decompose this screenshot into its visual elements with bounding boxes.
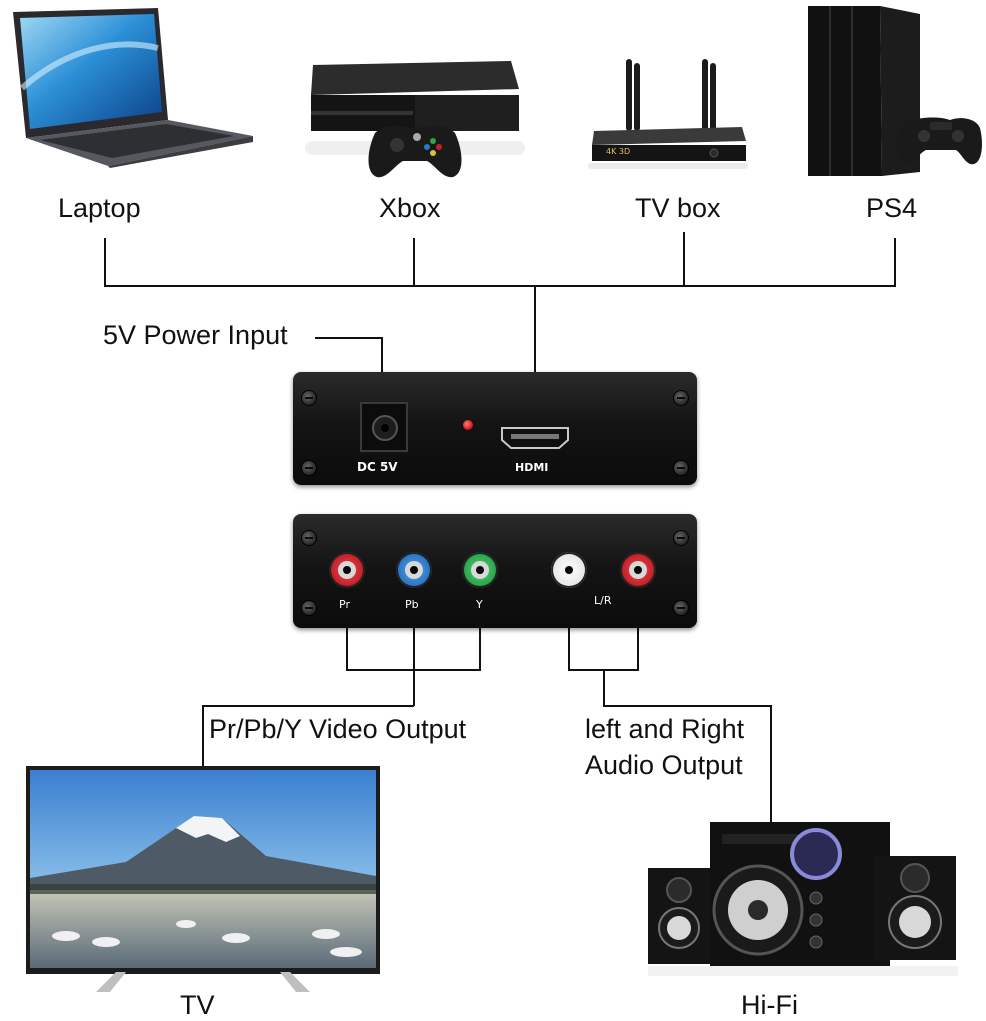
dc-jack-socket-icon xyxy=(372,415,398,441)
tv-label: TV xyxy=(180,990,215,1020)
xbox-image xyxy=(305,55,525,180)
converter-input-panel: DC 5V HDMI xyxy=(293,372,697,485)
pb-jack-label: Pb xyxy=(405,598,419,611)
screw-icon xyxy=(301,600,317,616)
audio-output-label-line1: left and Right xyxy=(585,714,745,744)
pr-jack[interactable] xyxy=(329,552,365,588)
tv-box-image: 4K 3D xyxy=(588,55,748,170)
audio-left-jack[interactable] xyxy=(551,552,587,588)
xbox-label: Xbox xyxy=(379,193,441,223)
hifi-label: Hi-Fi xyxy=(741,990,798,1020)
audio-output-label-line2: Audio Output xyxy=(585,750,743,780)
power-input-label: 5V Power Input xyxy=(103,320,288,350)
pr-jack-label: Pr xyxy=(339,598,350,611)
tv-box-label: TV box xyxy=(635,193,721,223)
audio-right-jack[interactable] xyxy=(620,552,656,588)
ps4-image xyxy=(800,4,985,179)
screw-icon xyxy=(673,390,689,406)
tv-box-brand: 4K 3D xyxy=(606,147,631,156)
dc-port-label: DC 5V xyxy=(357,460,398,474)
video-output-label: Pr/Pb/Y Video Output xyxy=(209,714,467,744)
laptop-label: Laptop xyxy=(58,193,141,223)
screw-icon xyxy=(673,530,689,546)
hifi-image xyxy=(648,820,958,978)
screw-icon xyxy=(673,600,689,616)
power-led-icon xyxy=(463,420,473,430)
pb-jack[interactable] xyxy=(396,552,432,588)
screw-icon xyxy=(301,390,317,406)
lr-jack-label: L/R xyxy=(594,594,612,607)
screw-icon xyxy=(301,530,317,546)
ps4-label: PS4 xyxy=(866,193,918,223)
y-jack-label: Y xyxy=(476,598,483,611)
screw-icon xyxy=(673,460,689,476)
dc-power-jack[interactable] xyxy=(360,402,408,452)
screw-icon xyxy=(301,460,317,476)
hdmi-port-label: HDMI xyxy=(515,461,549,474)
tv-image xyxy=(26,766,380,992)
laptop-image xyxy=(8,8,253,168)
y-jack[interactable] xyxy=(462,552,498,588)
converter-output-panel: Pr Pb Y L/R xyxy=(293,514,697,628)
hdmi-port[interactable] xyxy=(501,427,569,449)
